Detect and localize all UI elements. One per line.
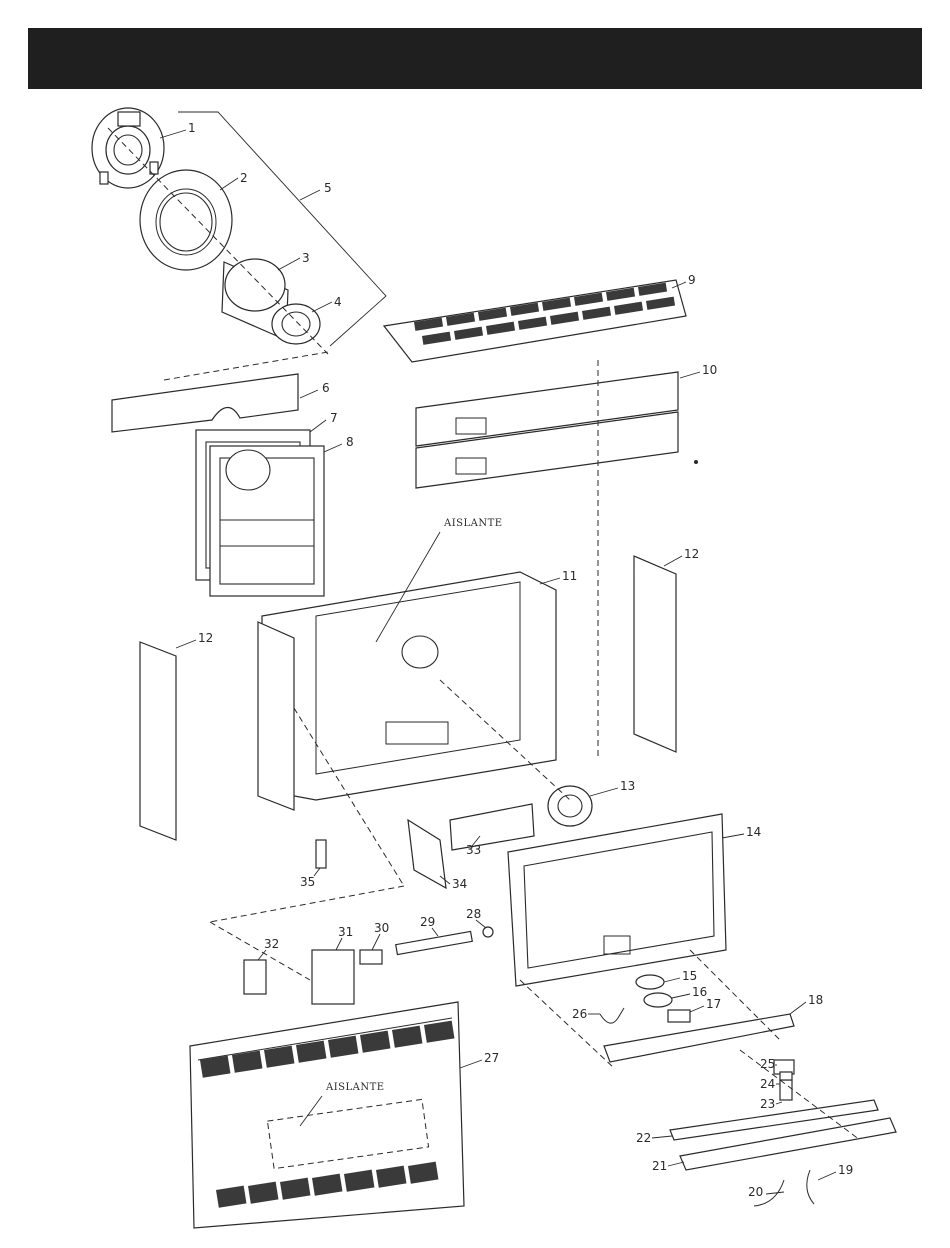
callout-26: 26 <box>572 1007 587 1021</box>
callout-23: 23 <box>760 1097 775 1111</box>
mounting-bracket-part <box>112 374 298 432</box>
callout-15: 15 <box>682 969 697 983</box>
valve-fitting-part <box>360 950 382 964</box>
access-plate-part <box>450 804 534 850</box>
valve-bracket-part <box>244 960 266 994</box>
callout-24: 24 <box>760 1077 775 1091</box>
insulation-annotation-lower: AISLANTE <box>325 1082 385 1093</box>
sight-glass-part <box>636 975 664 989</box>
callout-25: 25 <box>760 1057 775 1071</box>
callout-8: 8 <box>346 435 354 449</box>
callout-35: 35 <box>300 875 315 889</box>
gas-valve-part <box>312 950 354 1004</box>
callout-16: 16 <box>692 985 707 999</box>
firebox-part <box>258 572 556 810</box>
callout-9: 9 <box>688 273 696 287</box>
callout-21: 21 <box>652 1159 667 1173</box>
burner-tray-part <box>604 1014 794 1062</box>
callout-27: 27 <box>484 1051 499 1065</box>
heat-shield-part <box>408 820 446 888</box>
callout-10: 10 <box>702 363 717 377</box>
right-side-panel-part <box>634 556 676 752</box>
callout-32: 32 <box>264 937 279 951</box>
sight-glass-gasket-part <box>644 993 672 1007</box>
callout-20: 20 <box>748 1185 763 1199</box>
gasket-8-part <box>210 446 324 596</box>
callout-11: 11 <box>562 569 577 583</box>
pilot-bracket-part <box>668 1010 690 1022</box>
callout-34: 34 <box>452 877 467 891</box>
callout-18: 18 <box>808 993 823 1007</box>
callout-17: 17 <box>706 997 721 1011</box>
callout-1: 1 <box>188 121 196 135</box>
gas-pipe-part <box>396 931 473 954</box>
pilot-wire-part <box>600 1008 624 1023</box>
gas-nut-part <box>483 927 493 937</box>
left-side-panel-part <box>140 642 176 840</box>
burner-gasket-part <box>548 786 592 826</box>
callout-2: 2 <box>240 171 248 185</box>
combustion-chamber-part <box>508 814 726 986</box>
top-grille-part <box>384 280 686 362</box>
callout-4: 4 <box>334 295 342 309</box>
igniter-part <box>316 840 326 868</box>
top-panel-part <box>416 372 678 488</box>
callout-22: 22 <box>636 1131 651 1145</box>
callout-28: 28 <box>466 907 481 921</box>
callout-33: 33 <box>466 843 481 857</box>
callout-3: 3 <box>302 251 310 265</box>
insulation-annotation-upper: AISLANTE <box>443 518 503 529</box>
callout-12-right: 12 <box>684 547 699 561</box>
callout-13: 13 <box>620 779 635 793</box>
wall-flange-part <box>140 170 232 270</box>
callout-6: 6 <box>322 381 330 395</box>
callout-30: 30 <box>374 921 389 935</box>
vent-cap-part <box>92 108 164 188</box>
callout-19: 19 <box>838 1163 853 1177</box>
callout-31: 31 <box>338 925 353 939</box>
callout-12-left: 12 <box>198 631 213 645</box>
callout-7: 7 <box>330 411 338 425</box>
callout-29: 29 <box>420 915 435 929</box>
callout-5: 5 <box>324 181 332 195</box>
front-panel-part <box>190 1002 464 1228</box>
callout-14: 14 <box>746 825 761 839</box>
